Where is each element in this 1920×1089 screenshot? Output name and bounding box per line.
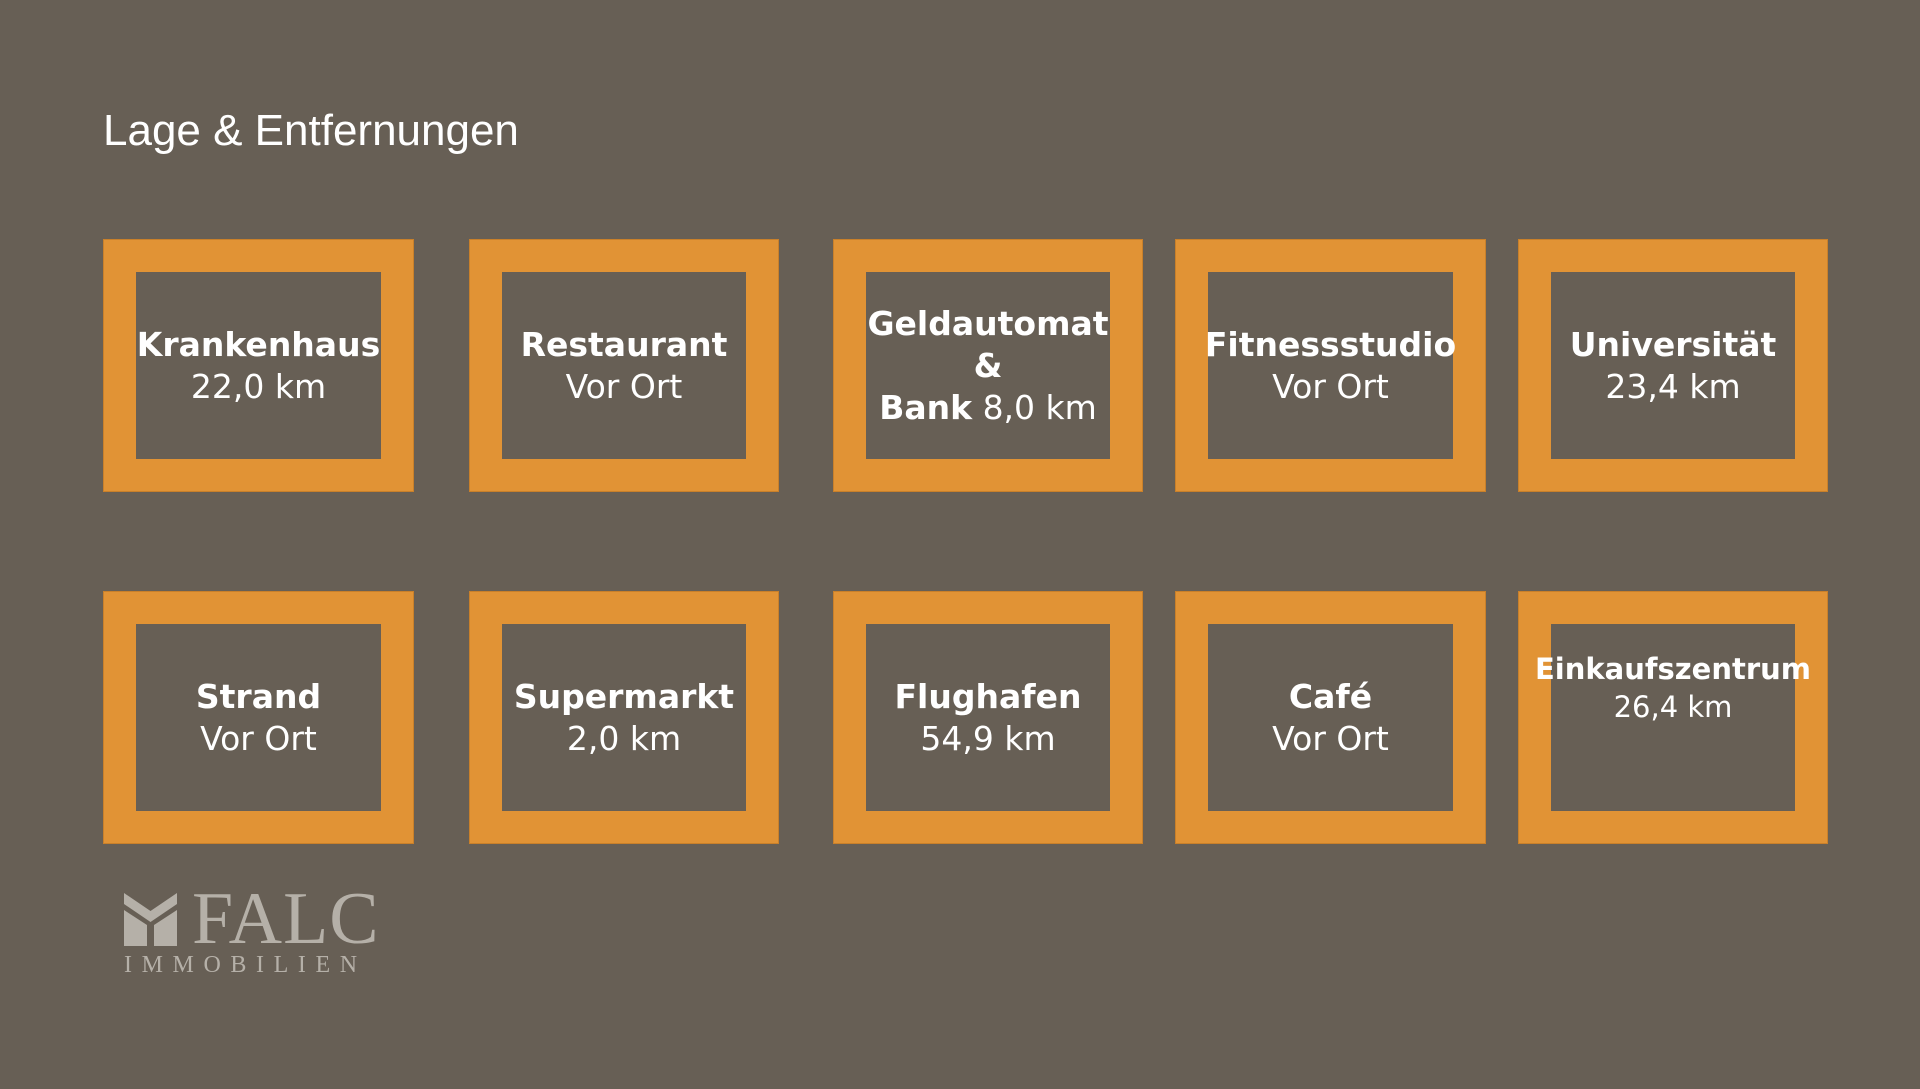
tile-name: Flughafen	[894, 676, 1082, 716]
tile-value: Vor Ort	[1272, 718, 1389, 758]
page-title: Lage & Entfernungen	[103, 106, 519, 155]
tile-name: Einkaufszentrum	[1535, 652, 1811, 686]
tile-value: Vor Ort	[200, 718, 317, 758]
tile-geldautomat-bank: Geldautomat & Bank 8,0 km	[833, 239, 1143, 492]
falc-house-logo-icon	[124, 893, 177, 946]
tile-name: Fitnessstudio	[1204, 324, 1457, 364]
logo-subtitle: IMMOBILIEN	[124, 952, 367, 978]
tile-value: Vor Ort	[1272, 366, 1389, 406]
tile-fitnessstudio: Fitnessstudio Vor Ort	[1175, 239, 1486, 492]
tile-name: Krankenhaus	[136, 324, 381, 364]
tile-value: Vor Ort	[565, 366, 683, 406]
tile-name: Restaurant	[520, 324, 728, 364]
logo-wordmark: FALC	[192, 878, 380, 960]
tile-name: Supermarkt	[513, 676, 735, 716]
tile-cafe: Café Vor Ort	[1175, 591, 1486, 844]
tile-name: Universität	[1569, 324, 1777, 364]
tile-name: Café	[1288, 676, 1373, 716]
tile-value: 23,4 km	[1605, 366, 1741, 406]
tile-value: 54,9 km	[920, 718, 1056, 758]
tile-supermarkt: Supermarkt 2,0 km	[469, 591, 779, 844]
tile-name: &	[973, 345, 1003, 385]
tile-restaurant: Restaurant Vor Ort	[469, 239, 779, 492]
tile-value: 8,0 km	[982, 387, 1097, 427]
tile-name: Bank	[879, 387, 973, 427]
tile-name: Geldautomat	[867, 303, 1109, 343]
tile-krankenhaus: Krankenhaus 22,0 km	[103, 239, 414, 492]
tile-universitaet: Universität 23,4 km	[1518, 239, 1828, 492]
falc-logo: FALC IMMOBILIEN	[124, 882, 384, 980]
tile-strand: Strand Vor Ort	[103, 591, 414, 844]
tile-flughafen: Flughafen 54,9 km	[833, 591, 1143, 844]
tile-value: 22,0 km	[190, 366, 327, 406]
tile-value: 26,4 km	[1613, 690, 1733, 724]
tile-value: 2,0 km	[566, 718, 682, 758]
tile-name: Strand	[195, 676, 322, 716]
tile-einkaufszentrum: Einkaufszentrum 26,4 km	[1518, 591, 1828, 844]
